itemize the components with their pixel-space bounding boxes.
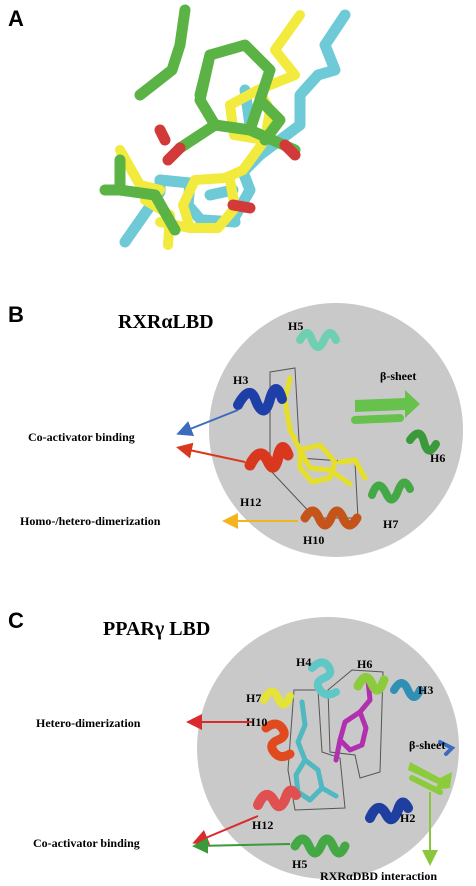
- ppar-h12-helix: [253, 785, 301, 812]
- ppar-beta-sheet-label: β-sheet: [409, 738, 445, 752]
- rxr-h3-helix: [233, 384, 287, 416]
- ppar-h10-label: H10: [246, 715, 267, 729]
- ppar-h3-label: H3: [418, 683, 433, 697]
- rxr-h10-label: H10: [303, 533, 324, 547]
- ppar-heterodimerization-label: Hetero-dimerization: [36, 716, 141, 730]
- ppar-h6-helix: [353, 673, 389, 695]
- rxr-h3-label: H3: [233, 373, 248, 387]
- ppar-h12-label: H12: [252, 818, 273, 832]
- rxr-h6-helix: [406, 429, 440, 455]
- ppar-h7-helix: [260, 687, 294, 709]
- rxr-h6-label: H6: [430, 451, 445, 465]
- ppar-beta-sheet: [408, 740, 456, 795]
- ppar-h5-helix: [290, 834, 350, 858]
- ppar-h7-label: H7: [246, 691, 261, 705]
- rxr-beta-sheet: [351, 390, 420, 424]
- panel-c-letter: C: [8, 608, 24, 633]
- ppar-coactivator-arrow-red: [192, 815, 259, 845]
- panel-a-letter: A: [8, 6, 24, 31]
- oxygen-atoms: [154, 124, 301, 214]
- panel-b-letter: B: [8, 302, 24, 327]
- ppar-pocket-outline-right: [327, 669, 384, 779]
- ppar-ligand-cyan: [293, 699, 339, 803]
- ppar-rxr-dbd-label: RXRαDBD interaction: [320, 869, 437, 883]
- ppar-h5-label: H5: [292, 857, 307, 871]
- ligand-overlay: [99, 4, 351, 250]
- rxr-h5-helix: [296, 329, 340, 351]
- ppar-coactivator-label: Co-activator binding: [33, 836, 140, 850]
- ppar-h2-label: H2: [400, 811, 415, 825]
- ppar-h4-helix: [308, 658, 340, 699]
- rxr-h7-label: H7: [383, 517, 398, 531]
- rxr-beta-sheet-label: β-sheet: [380, 369, 416, 383]
- panel-c-title: PPARγ LBD: [103, 618, 210, 640]
- ppar-h4-label: H4: [296, 655, 311, 669]
- panel-b-title: RXRαLBD: [118, 311, 214, 333]
- rxr-h12-helix: [244, 442, 294, 473]
- yellow-molecule: [115, 10, 305, 250]
- rxr-dimerization-label: Homo-/hetero-dimerization: [20, 514, 161, 528]
- ppar-h10-helix: [261, 719, 295, 762]
- rxr-coactivator-arrow-red: [176, 442, 246, 463]
- rxr-h10-helix: [300, 506, 362, 530]
- rxr-coactivator-label: Co-activator binding: [28, 430, 135, 444]
- ppar-beta-sheet-blue-strand: [438, 740, 456, 756]
- rxr-h7-helix: [368, 478, 414, 504]
- ppar-h2-helix: [365, 797, 413, 825]
- rxr-h5-label: H5: [288, 319, 303, 333]
- ppar-coactivator-arrow-green: [192, 837, 291, 854]
- ppar-h6-label: H6: [357, 657, 372, 671]
- ppar-h3-helix: [390, 679, 424, 701]
- rxr-h12-label: H12: [240, 495, 261, 509]
- rxr-pocket-outline: [269, 367, 359, 519]
- ppar-pocket-outline-left: [287, 689, 346, 811]
- rxr-coactivator-arrow-blue: [176, 409, 239, 437]
